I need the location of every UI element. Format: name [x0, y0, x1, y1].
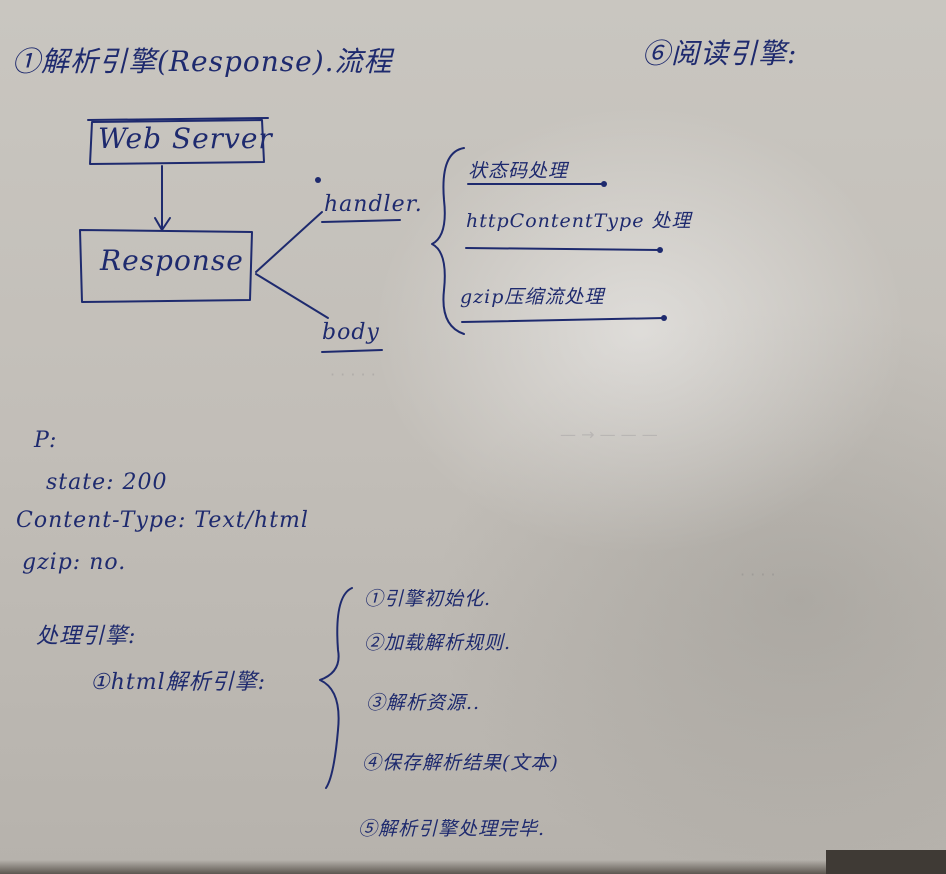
box-label-webserver: Web Server — [98, 122, 273, 155]
header-bullet — [315, 177, 321, 183]
body-underline — [321, 349, 383, 353]
list-line-3 — [461, 317, 665, 323]
p-gzip: gzip: no. — [22, 550, 127, 575]
process-label: 处理引擎: — [36, 624, 137, 649]
step-item: ④保存解析结果(文本) — [362, 752, 559, 774]
bleed-through: · · · · · — [330, 365, 376, 384]
list-line-2 — [465, 247, 661, 251]
title-underline — [87, 117, 269, 121]
header-underline — [321, 219, 401, 223]
bleed-through: · · · · — [740, 565, 776, 584]
p-label: P: — [34, 428, 58, 453]
webserver-box — [89, 119, 265, 165]
table-corner — [826, 850, 946, 874]
aside-title: ⑥阅读引擎: — [642, 37, 798, 70]
branch-label-header: handler. — [324, 192, 423, 217]
branch-line-header — [255, 211, 323, 273]
page-title: ①解析引擎(Response).流程 — [12, 45, 393, 78]
step-item: ③解析资源.. — [366, 692, 481, 714]
branch-label-body: body — [322, 320, 380, 345]
box-label-response: Response — [100, 244, 244, 277]
list-line-end — [661, 315, 667, 321]
down-arrow — [154, 165, 171, 231]
list-item-status: 状态码处理 — [468, 160, 569, 182]
list-line-end — [657, 247, 663, 253]
process-html: ①html解析引擎: — [90, 670, 267, 695]
brace-top — [431, 147, 465, 335]
paper-edge-shadow — [0, 860, 946, 874]
p-state: state: 200 — [46, 470, 168, 495]
step-item: ①引擎初始化. — [364, 588, 492, 610]
step-item: ②加载解析规则. — [364, 632, 512, 654]
brace-bottom — [319, 587, 353, 789]
p-content-type: Content-Type: Text/html — [16, 508, 309, 533]
bleed-through: — → — — — — [560, 425, 658, 444]
branch-line-body — [255, 273, 329, 319]
step-item: ⑤解析引擎处理完毕. — [358, 818, 546, 840]
list-item-content-type: httpContentType 处理 — [466, 210, 692, 232]
list-line-end — [601, 181, 607, 187]
list-item-gzip: gzip压缩流处理 — [460, 286, 605, 308]
response-box — [79, 229, 253, 303]
